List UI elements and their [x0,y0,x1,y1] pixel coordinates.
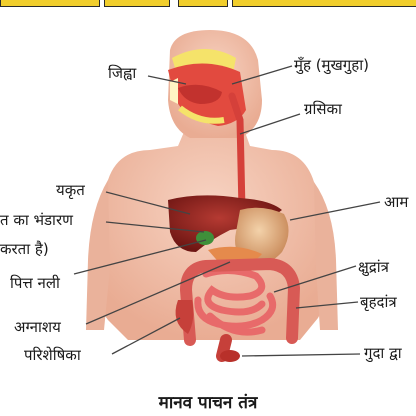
label-anus: गुदा द्वा [364,344,402,362]
tongue-shape [178,84,222,104]
leader-bile-duct [73,239,207,275]
anus [220,350,240,362]
label-small-intestine: क्षुद्रांत्र [358,258,389,276]
top-strip-segment [232,0,416,7]
label-appendix: परिशेषिका [24,346,81,364]
leader-esophagus [239,113,301,135]
figure-title: मानव पाचन तंत्र [158,393,258,413]
label-stomach: आम [384,193,409,211]
leader-stomach [289,201,381,221]
label-large-intestine: बृहदांत्र [360,293,397,311]
top-strip-segment [0,0,100,7]
gall-bladder [196,231,214,245]
left-arm [86,180,110,330]
right-arm [314,182,338,330]
appendix-caecum [175,300,194,334]
small-intestine [194,267,277,336]
label-mouth: मुँह (मुखगुहा) [294,56,369,74]
leader-small-intestine [273,265,357,293]
label-gall-bladder-line1: त का भंडारण [0,211,73,229]
leader-lines [73,65,381,357]
teeth [170,78,178,104]
jaw-bone [178,105,225,124]
leader-mouth [231,65,293,85]
leader-anus [241,353,361,357]
label-pancreas: अग्नाशय [14,318,61,336]
label-bile-duct: पित्त नली [10,274,60,292]
leader-tongue [147,75,187,85]
leader-appendix [111,317,181,355]
top-strip-segment [178,0,228,7]
mouth-cavity [168,49,246,126]
leader-gall-bladder [105,221,205,233]
label-tongue: जिह्वा [108,64,137,82]
top-strip-segment [104,0,170,7]
label-liver: यकृत [56,181,85,199]
leader-large-intestine [295,301,359,309]
label-gall-bladder-line2: करता है) [0,240,49,258]
label-esophagus: ग्रसिका [304,100,342,118]
top-border-strip [0,0,416,8]
leader-liver [105,191,191,215]
leader-pancreas [85,261,231,325]
